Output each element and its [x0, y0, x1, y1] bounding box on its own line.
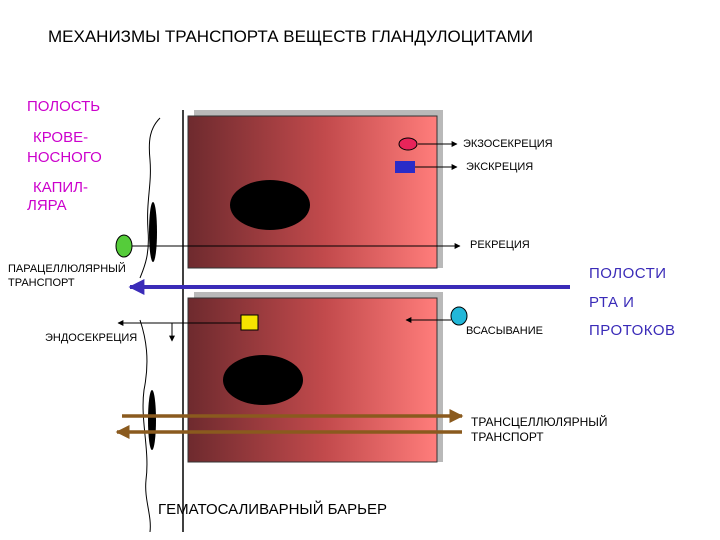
paracellular-label-line1: ПАРАЦЕЛЛЮЛЯРНЫЙ	[8, 263, 126, 275]
endocrine-granule	[240, 314, 259, 331]
capillary-label-line1: ПОЛОСТЬ	[27, 98, 101, 115]
exocrine-label: ЭКЗОСЕКРЕЦИЯ	[463, 138, 553, 150]
lumen-label-line3: ПРОТОКОВ	[589, 322, 676, 339]
absorption-label: ВСАСЫВАНИЕ	[466, 325, 543, 337]
barrier-label: ГЕМАТОСАЛИВАРНЫЙ БАРЬЕР	[158, 501, 388, 518]
capillary-label-line2: КРОВЕ-	[33, 129, 89, 146]
recretion-label: РЕКРЕЦИЯ	[470, 239, 530, 251]
endocrine-label: ЭНДОСЕКРЕЦИЯ	[45, 332, 138, 344]
lumen-label-line1: ПОЛОСТИ	[589, 265, 667, 282]
upper-cell-nucleus	[230, 180, 310, 230]
lumen-label-line2: РТА И	[589, 294, 635, 311]
transcellular-label-line1: ТРАНСЦЕЛЛЮЛЯРНЫЙ	[471, 415, 608, 429]
upper-glandulocyte	[187, 115, 438, 269]
exocrine-granule	[398, 137, 418, 151]
endothelial-nucleus-upper	[149, 202, 157, 262]
capillary-label-line4: КАПИЛ-	[33, 179, 88, 196]
capillary-label-line5: ЛЯРА	[27, 197, 67, 214]
excretion-granule	[395, 161, 415, 173]
excretion-label: ЭКСКРЕЦИЯ	[466, 161, 534, 173]
lower-cell-nucleus	[223, 355, 303, 405]
recretion-granule	[115, 234, 133, 258]
transcellular-label-line2: ТРАНСПОРТ	[471, 430, 544, 444]
capillary-label-line3: НОСНОГО	[27, 149, 102, 166]
paracellular-label-line2: ТРАНСПОРТ	[8, 277, 75, 289]
diagram-title: МЕХАНИЗМЫ ТРАНСПОРТА ВЕЩЕСТВ ГЛАНДУЛОЦИТ…	[48, 27, 534, 46]
endothelial-nucleus-lower	[148, 390, 156, 450]
capillary-wall-outline	[139, 117, 161, 533]
absorption-granule	[450, 306, 468, 326]
